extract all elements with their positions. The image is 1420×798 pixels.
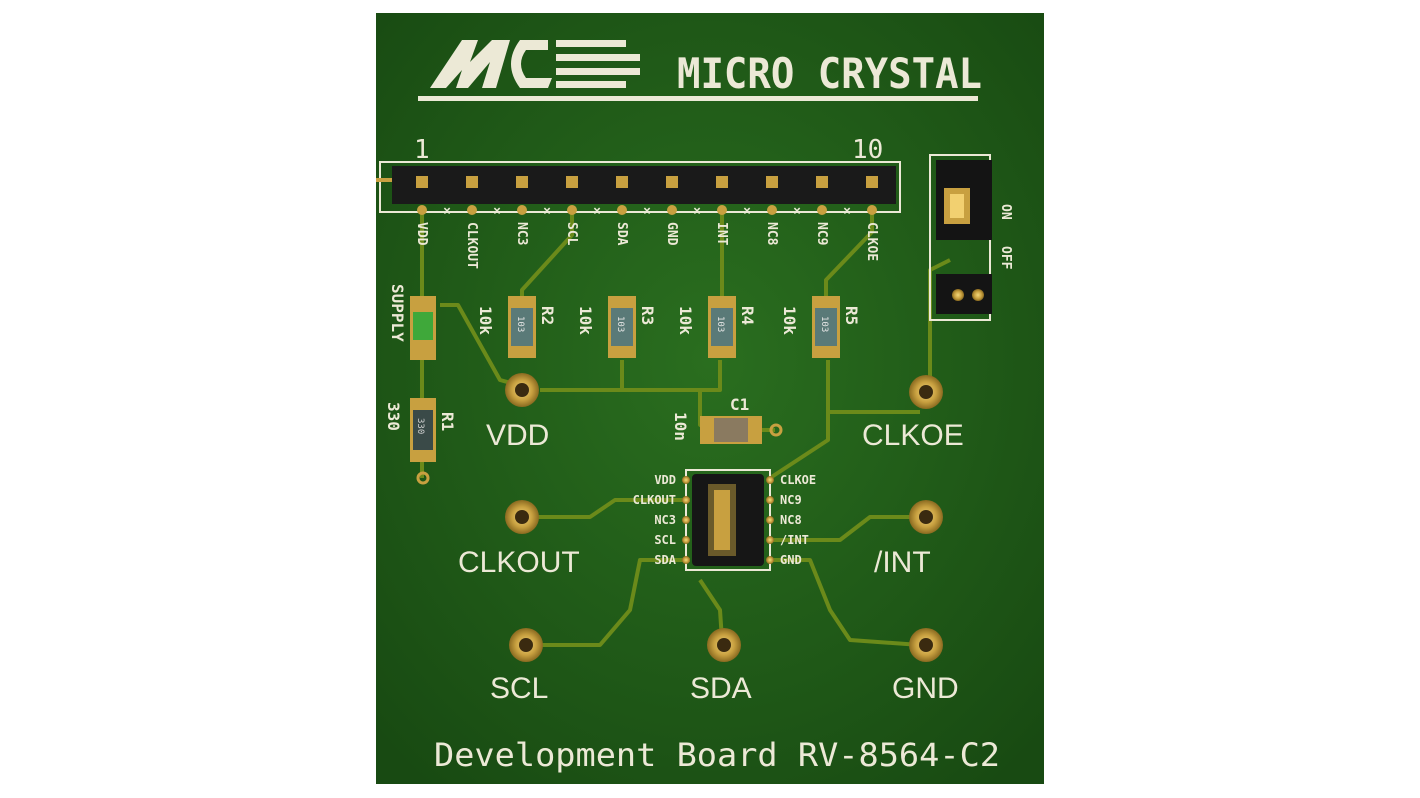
header-pin[interactable]: × [516,176,551,219]
test-point-sda[interactable]: SDA [690,628,752,705]
ic-pin-vdd: VDD [654,473,676,487]
test-point-scl-label: SCL [490,672,548,705]
c1-ref: C1 [730,395,749,414]
svg-text:×: × [543,204,551,219]
c1-value: 10n [671,412,690,441]
pin-label-nc8: NC8 [764,222,779,246]
ic-pin-gnd: GND [780,553,802,567]
ic-pin-nc9: NC9 [780,493,802,507]
r2-code: 103 [515,316,525,332]
ic-pin-clkout: CLKOUT [633,493,676,507]
pin-label-vdd: VDD [414,222,429,246]
header-pin-first: 1 [414,135,430,165]
svg-text:×: × [793,204,801,219]
micro-crystal-logo: MICRO CRYSTAL [418,40,982,101]
test-point-clkoe-label: CLKOE [862,419,964,452]
resistor-r1: 330 330 R1 [384,398,457,485]
ic-pin-int: /INT [780,533,809,547]
header-pin-last: 10 [852,135,883,165]
svg-text:×: × [693,204,701,219]
header-pin[interactable]: × [616,176,651,219]
test-point-vdd[interactable]: VDD [486,373,549,452]
r5-ref: R5 [842,306,861,325]
r3-value: 10k [576,306,595,335]
supply-led-label: SUPPLY [388,284,407,342]
board-title: Development Board RV-8564-C2 [434,736,1000,774]
header-pin[interactable]: × [466,176,501,219]
pin-label-clkout: CLKOUT [464,222,479,269]
ic-pin-nc3: NC3 [654,513,676,527]
supply-led: SUPPLY [388,284,436,360]
logo-text: MICRO CRYSTAL [677,49,982,98]
svg-text:×: × [843,204,851,219]
header-pin[interactable]: × [816,176,851,219]
test-point-int[interactable]: /INT [874,500,943,579]
pin-label-sda: SDA [614,222,629,246]
resistor-r4: 103 10k R4 [676,296,757,358]
r2-value: 10k [476,306,495,335]
pin-label-scl: SCL [564,222,579,246]
r5-code: 103 [819,316,829,332]
pin-label-clkoe: CLKOE [864,222,879,261]
header-pin[interactable] [866,176,878,215]
r1-code: 330 [415,418,425,434]
resistor-r2: 103 10k R2 [476,296,557,358]
r3-code: 103 [615,316,625,332]
header-pin[interactable]: × [666,176,701,219]
test-point-sda-label: SDA [690,672,752,705]
header-pin[interactable]: × [716,176,751,219]
r5-value: 10k [780,306,799,335]
ic-pin-sda: SDA [654,553,676,567]
test-point-clkoe[interactable]: CLKOE [862,375,964,452]
test-point-gnd[interactable]: GND [892,628,959,705]
pcb-board [376,13,1044,784]
svg-text:×: × [743,204,751,219]
pin-label-int: INT [714,222,729,246]
r4-code: 103 [715,316,725,332]
test-point-vdd-label: VDD [486,419,549,452]
rtc-chip [682,469,774,571]
header-pin[interactable]: × [766,176,801,219]
svg-text:×: × [493,204,501,219]
ic-pin-clkoe: CLKOE [780,473,816,487]
ic-pin-labels: VDD CLKOUT NC3 SCL SDA CLKOE NC9 NC8 /IN… [633,473,816,567]
resistor-r3: 103 10k R3 [576,296,657,358]
pin-label-gnd: GND [664,222,679,246]
test-point-clkout-label: CLKOUT [458,546,580,579]
header-pin[interactable]: × [416,176,451,219]
test-point-scl[interactable]: SCL [490,628,548,705]
r1-ref: R1 [438,412,457,431]
test-point-int-label: /INT [874,546,931,579]
jumper-off-label: OFF [998,246,1013,270]
resistor-r5: 103 10k R5 [780,296,861,358]
r3-ref: R3 [638,306,657,325]
pin-header[interactable]: × × × × × × × × × [376,161,901,219]
ic-pin-nc8: NC8 [780,513,802,527]
r4-value: 10k [676,306,695,335]
pin-label-nc9: NC9 [814,222,829,245]
test-point-gnd-label: GND [892,672,959,705]
svg-text:×: × [593,204,601,219]
r2-ref: R2 [538,306,557,325]
svg-text:×: × [643,204,651,219]
ic-pin-scl: SCL [654,533,676,547]
header-pin[interactable]: × [566,176,601,219]
pin-label-nc3: NC3 [514,222,529,245]
header-pin-labels: VDD CLKOUT NC3 SCL SDA GND INT NC8 NC9 C… [414,222,879,269]
on-off-jumper[interactable]: ON OFF [929,154,1013,321]
r4-ref: R4 [738,306,757,325]
svg-text:×: × [443,204,451,219]
jumper-on-label: ON [998,204,1013,220]
capacitor-c1: C1 10n [671,395,783,444]
r1-value: 330 [384,402,403,431]
test-point-clkout[interactable]: CLKOUT [458,500,580,579]
